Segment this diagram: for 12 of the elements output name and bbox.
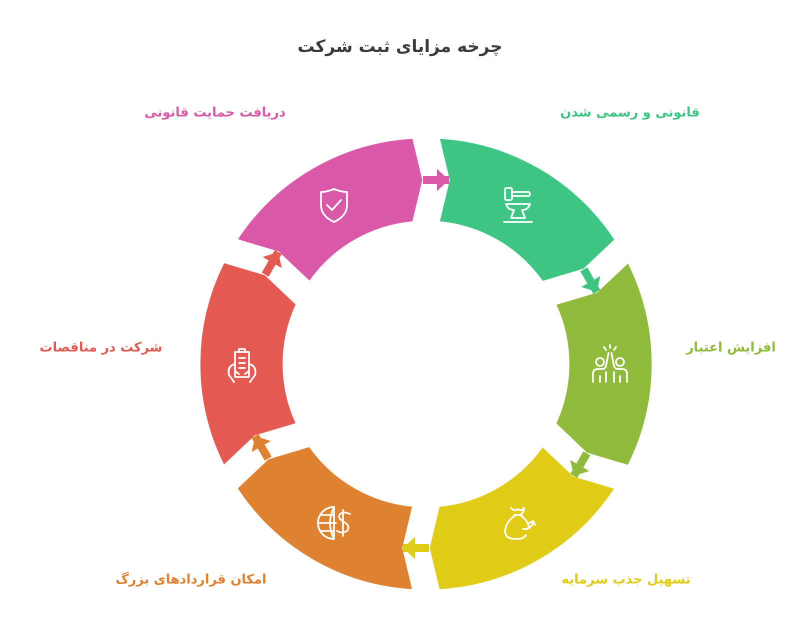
arrow — [262, 250, 282, 277]
arrow — [423, 169, 449, 191]
segment-label: امکان قراردادهای بزرگ — [116, 572, 266, 588]
segment-label: تسهیل جذب سرمایه — [561, 572, 691, 588]
arrow — [252, 434, 272, 461]
segment-label: دریافت حمایت قانونی — [144, 106, 286, 120]
segment-label: افزایش اعتبار — [686, 340, 776, 356]
segment-label: شرکت در مناقصات — [40, 340, 162, 356]
diagram-title: چرخه مزایای ثبت شرکت — [298, 37, 502, 57]
arrow — [403, 537, 429, 559]
segment-label: قانونی و رسمی شدن — [560, 106, 700, 120]
arrow — [570, 451, 590, 478]
